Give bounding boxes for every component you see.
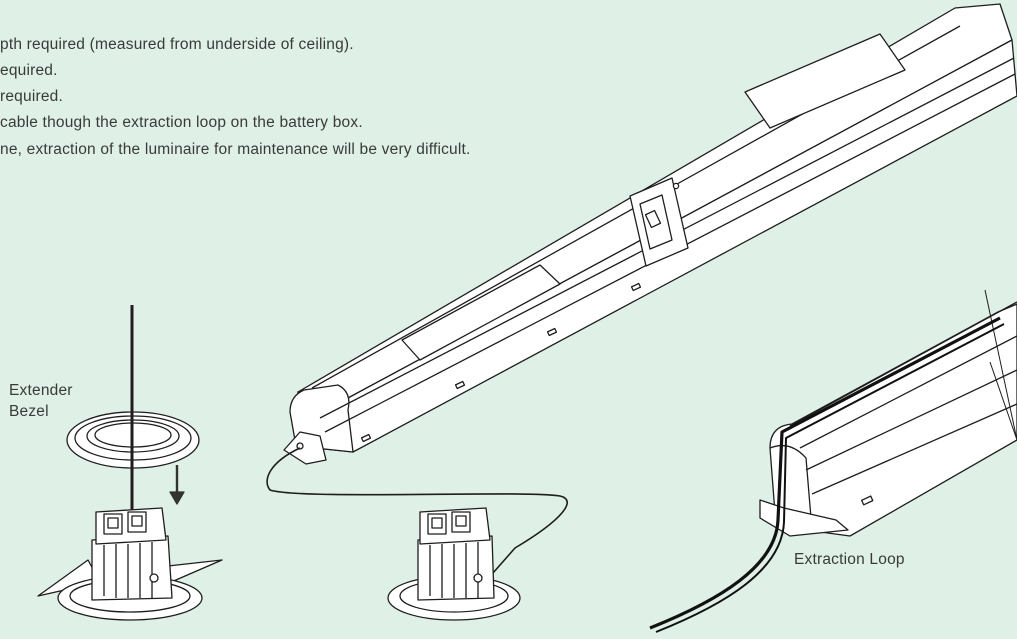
note-line-4: cable though the extraction loop on the …: [0, 114, 363, 131]
note-line-5: ne, extraction of the luminaire for main…: [0, 141, 471, 158]
extender-bezel-label: Extender Bezel: [9, 380, 73, 422]
downlight-left: [37, 507, 223, 621]
extender-bezel-label-line-1: Extender: [9, 382, 73, 399]
battery-box: [283, 3, 1017, 465]
extender-bezel-label-line-2: Bezel: [9, 403, 49, 420]
note-line-3: required.: [0, 88, 63, 105]
connection-cable: [266, 447, 568, 591]
extraction-loop-label: Extraction Loop: [794, 551, 905, 568]
downlight-center: [387, 507, 521, 621]
note-line-2: equired.: [0, 62, 58, 79]
cable-through-loop: [649, 316, 1005, 633]
down-arrow-icon: [169, 465, 185, 505]
extraction-loop-detail: [759, 289, 1017, 537]
note-line-1: pth required (measured from underside of…: [0, 36, 354, 53]
